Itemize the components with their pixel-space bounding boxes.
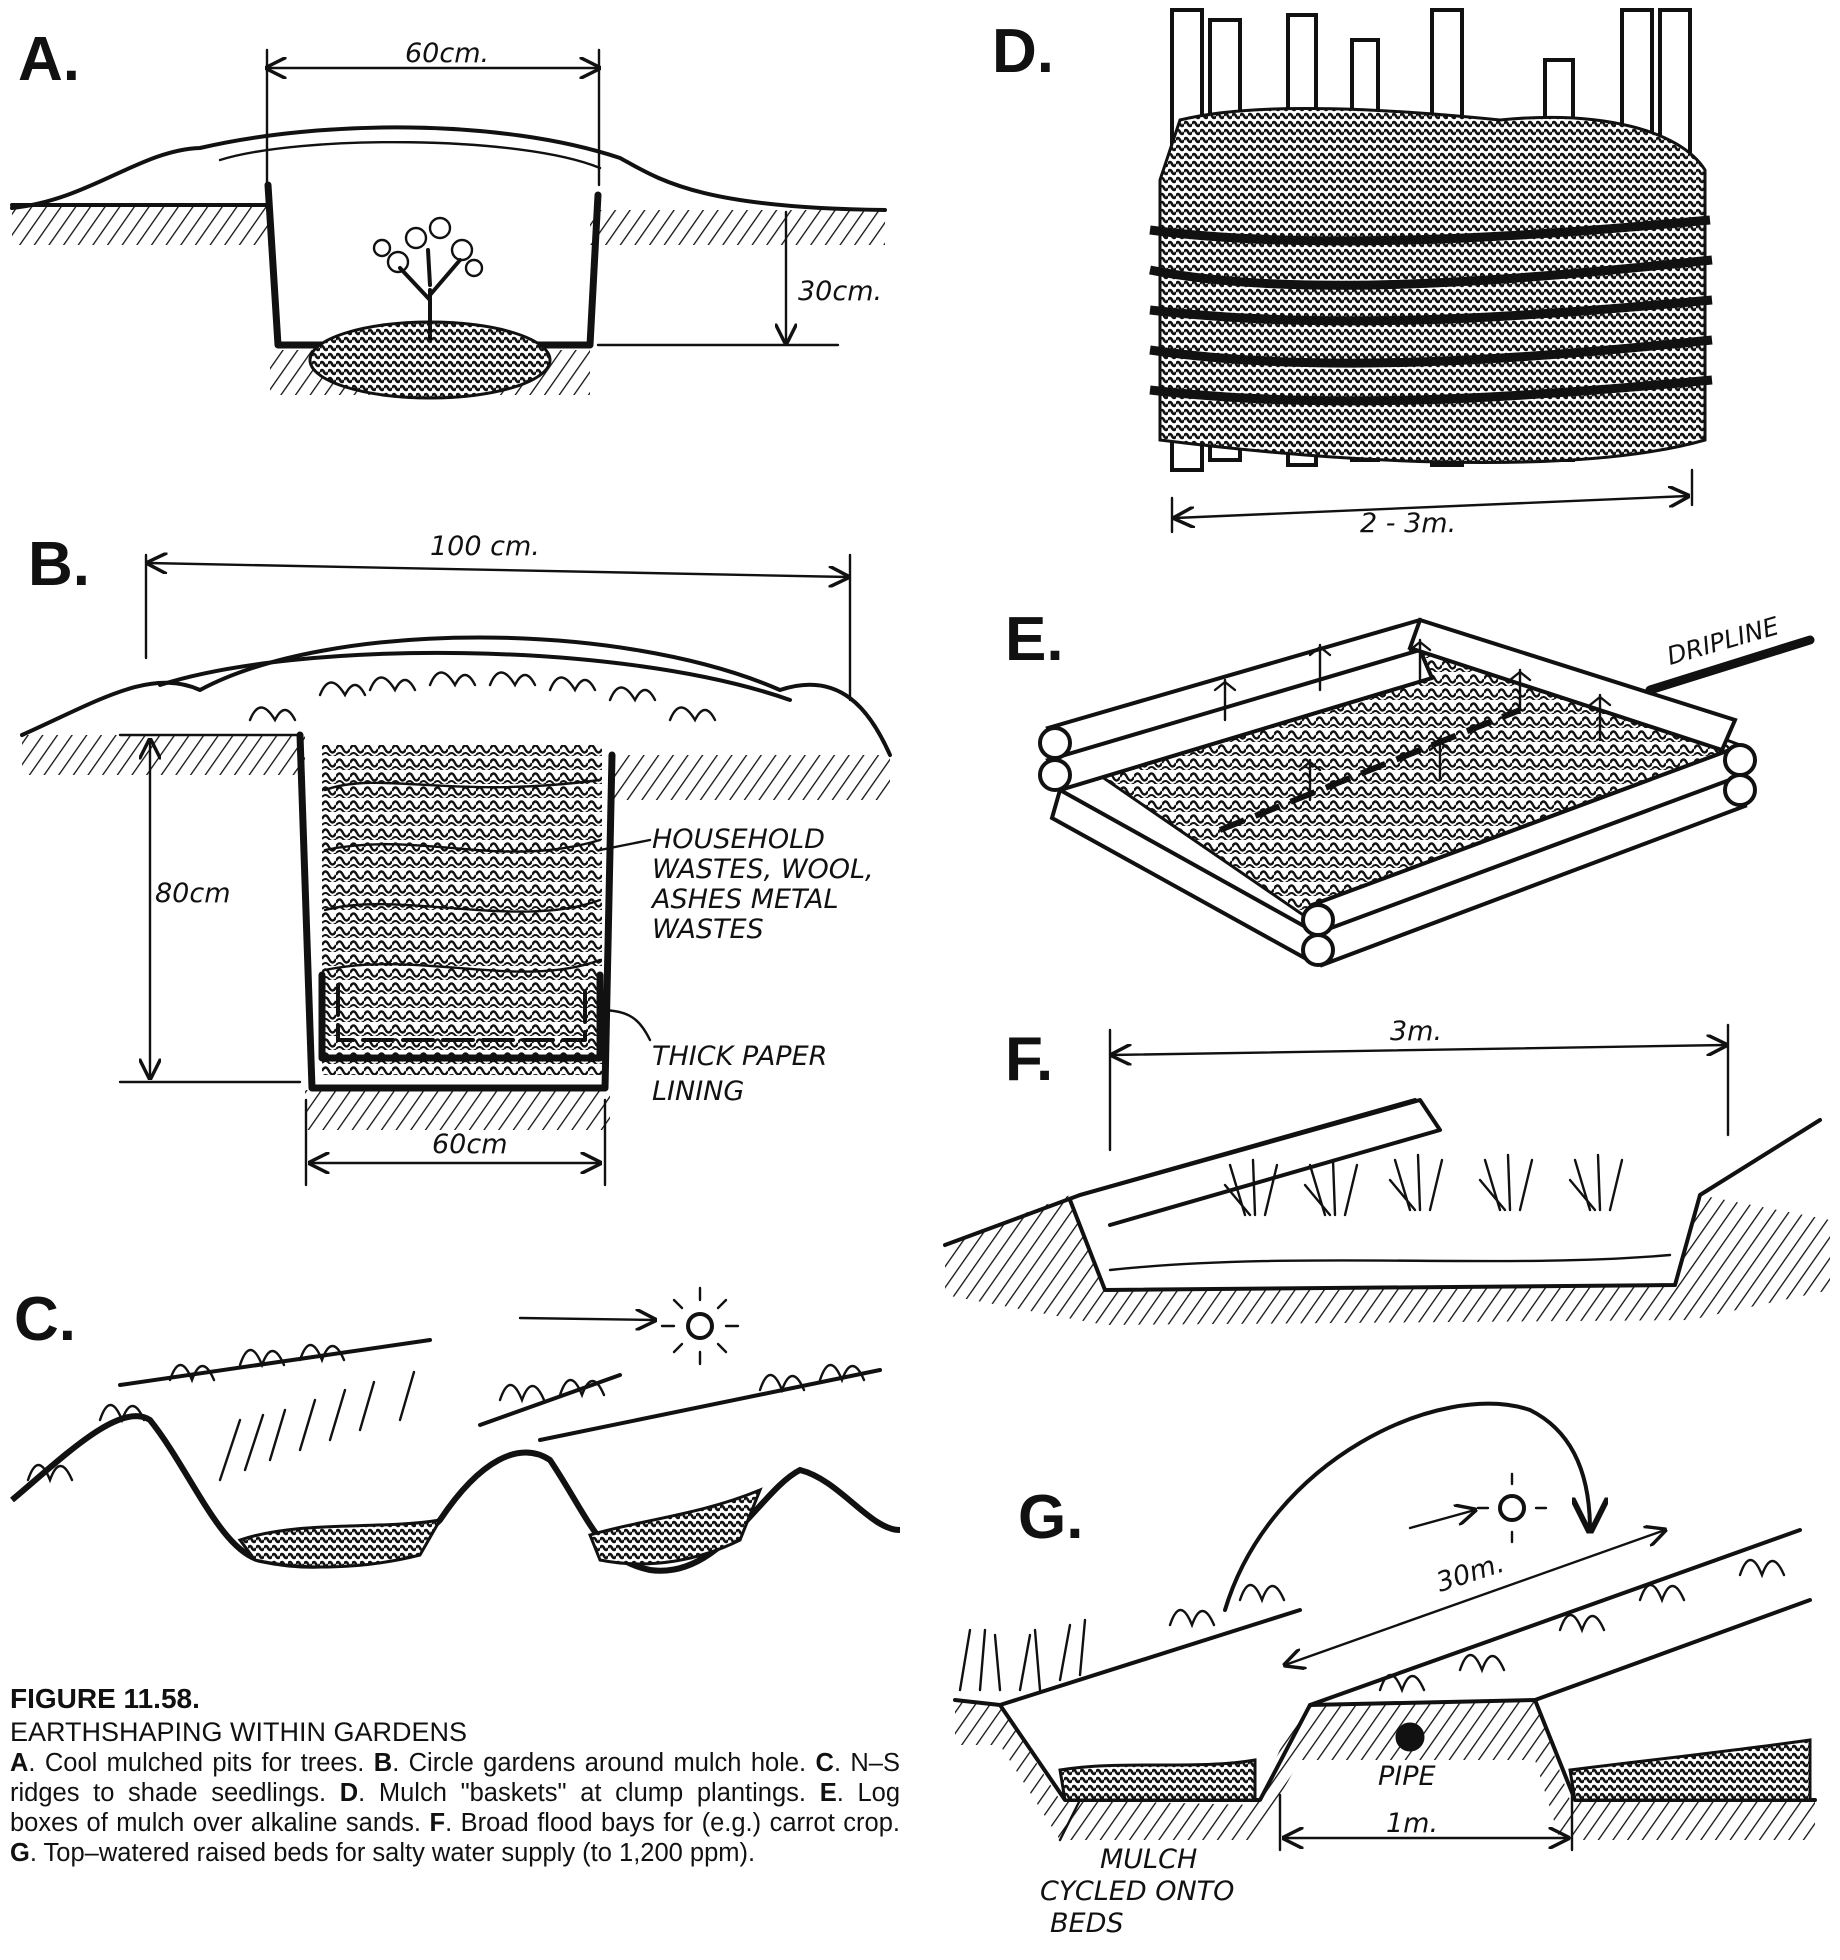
caption-text-d: . Mulch "baskets" at clump plantings. [358,1779,820,1807]
caption-key-c: C [815,1749,834,1777]
panel-g-mulch-line-1: MULCH [1100,1844,1197,1875]
caption-key-d: D [339,1779,359,1807]
panel-f-letter: F. [1005,1025,1053,1094]
panel-g-letter: G. [1018,1483,1083,1552]
caption-key-a: A [10,1749,29,1777]
panel-d: D. 2 - 3m. [992,8,1713,539]
panel-b-wastes-line-2: WASTES, WOOL, [652,854,874,885]
caption-text-e: . Log boxes of mulch over alkaline sands… [10,1779,901,1837]
panel-a: A. 60cm. 30cm. [10,25,887,400]
panel-e: E. DRIPLINE [1005,605,1815,968]
caption-text-c: . N–S ridges to shade seedlings. [10,1749,900,1807]
panel-d-letter: D. [992,17,1054,86]
panel-g-pipe-label: PIPE [1378,1761,1436,1792]
caption-text-b: . Circle gardens around mulch hole. [392,1749,816,1777]
panel-b-letter: B. [28,530,90,599]
caption-text-f: . Broad flood bays for (e.g.) carrot cro… [445,1809,900,1837]
panel-g-width-label: 1m. [1386,1808,1438,1839]
panel-b-depth-label: 80cm [155,878,231,909]
panel-g: G. 30m. PIPE 1m. [953,1401,1817,1939]
panel-b: B. 100 cm. 80cm [20,530,892,1187]
panel-b-wastes-line-1: HOUSEHOLD [652,824,825,855]
panel-a-width-label: 60cm. [405,38,489,69]
caption-text-g: . Top–watered raised beds for salty wate… [29,1839,756,1867]
panel-f-width-label: 3m. [1390,1016,1442,1047]
figure-number: FIGURE 11.58. [10,1683,200,1714]
caption-key-b: B [373,1749,393,1777]
panel-b-width-label: 100 cm. [430,531,540,562]
caption-key-g: G [10,1839,30,1867]
caption-key-f: F [429,1809,446,1837]
panel-c-letter: C. [14,1285,76,1354]
panel-b-wastes-line-3: ASHES METAL [650,884,839,915]
figure-title: EARTHSHAPING WITHIN GARDENS [10,1717,468,1747]
panel-g-mulch-line-2: CYCLED ONTO [1040,1876,1234,1907]
panel-b-bottom-label: 60cm [432,1129,508,1160]
caption-text-a: . Cool mulched pits for trees. [28,1749,374,1777]
figure-caption-body: A. Cool mulched pits for trees. B. Circl… [10,1748,900,1868]
panel-e-dripline-label: DRIPLINE [1664,611,1783,671]
panel-a-letter: A. [18,25,80,94]
figure-caption: FIGURE 11.58. EARTHSHAPING WITHIN GARDEN… [10,1682,900,1868]
panel-a-depth-label: 30cm. [798,276,882,307]
panel-c: C. [10,1285,901,1574]
panel-e-letter: E. [1005,605,1064,674]
panel-g-mulch-line-3: BEDS [1050,1908,1124,1939]
caption-key-e: E [819,1779,837,1807]
panel-b-lining-line-2: LINING [652,1076,744,1107]
panel-f: F. 3m. [943,1016,1830,1325]
panel-b-wastes-line-4: WASTES [652,914,764,945]
panel-b-lining-line-1: THICK PAPER [652,1041,827,1072]
panel-d-width-label: 2 - 3m. [1360,508,1456,539]
